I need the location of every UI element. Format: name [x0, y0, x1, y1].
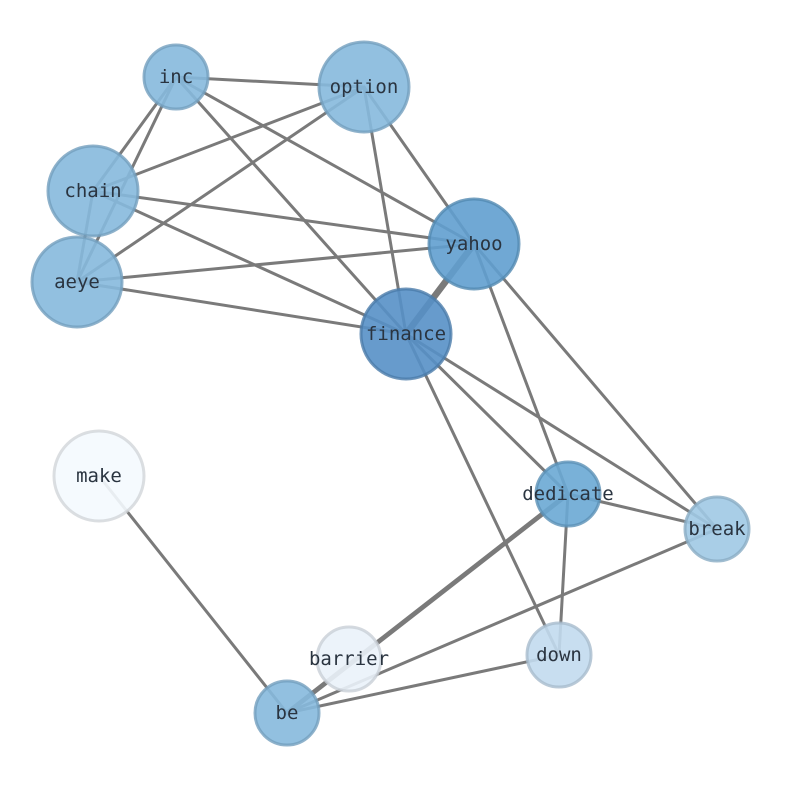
node-circle-chain[interactable] — [46, 144, 140, 238]
node-inc[interactable]: inc — [142, 43, 210, 111]
edge-inc-finance — [174, 75, 408, 336]
node-label-option: option — [330, 76, 399, 98]
edge-option-chain — [91, 85, 366, 193]
node-yahoo[interactable]: yahoo — [427, 197, 521, 291]
edge-chain-finance — [91, 189, 408, 336]
node-circle-down[interactable] — [525, 621, 593, 689]
node-circle-barrier[interactable] — [315, 625, 383, 693]
node-circle-yahoo[interactable] — [427, 197, 521, 291]
node-circle-make[interactable] — [52, 429, 146, 523]
node-circle-inc[interactable] — [142, 43, 210, 111]
node-be[interactable]: be — [253, 679, 321, 747]
node-circle-dedicate[interactable] — [534, 460, 602, 528]
node-make[interactable]: make — [52, 429, 146, 523]
node-label-chain: chain — [64, 180, 121, 202]
node-label-yahoo: yahoo — [445, 233, 502, 255]
node-label-barrier: barrier — [309, 648, 389, 670]
node-label-finance: finance — [366, 323, 446, 345]
node-label-make: make — [76, 465, 122, 487]
node-circle-be[interactable] — [253, 679, 321, 747]
node-down[interactable]: down — [525, 621, 593, 689]
node-chain[interactable]: chain — [46, 144, 140, 238]
edge-inc-yahoo — [174, 75, 476, 246]
node-aeye[interactable]: aeye — [30, 235, 124, 329]
node-circle-break[interactable] — [683, 495, 751, 563]
edge-aeye-yahoo — [75, 242, 476, 284]
node-label-break: break — [688, 518, 746, 540]
node-finance[interactable]: finance — [359, 287, 453, 381]
edge-option-aeye — [75, 85, 366, 284]
edge-yahoo-break — [472, 242, 719, 531]
node-label-inc: inc — [159, 66, 193, 88]
node-circle-option[interactable] — [317, 40, 411, 134]
nodes-layer: inc option chain yahoo aeye finance make dedica… — [30, 40, 751, 747]
edge-down-be — [285, 653, 561, 715]
node-option[interactable]: option — [317, 40, 411, 134]
node-label-aeye: aeye — [54, 271, 100, 293]
edge-make-be — [97, 474, 289, 715]
edge-finance-down — [404, 332, 561, 657]
node-label-down: down — [536, 644, 582, 666]
node-circle-aeye[interactable] — [30, 235, 124, 329]
node-label-be: be — [276, 702, 299, 724]
edge-chain-yahoo — [91, 189, 476, 246]
edge-finance-break — [404, 332, 719, 531]
edge-aeye-finance — [75, 280, 408, 336]
edges-layer — [75, 75, 719, 716]
node-break[interactable]: break — [683, 495, 751, 563]
node-dedicate[interactable]: dedicate — [522, 460, 614, 528]
node-barrier[interactable]: barrier — [309, 625, 389, 693]
node-label-dedicate: dedicate — [522, 483, 614, 505]
node-circle-finance[interactable] — [359, 287, 453, 381]
